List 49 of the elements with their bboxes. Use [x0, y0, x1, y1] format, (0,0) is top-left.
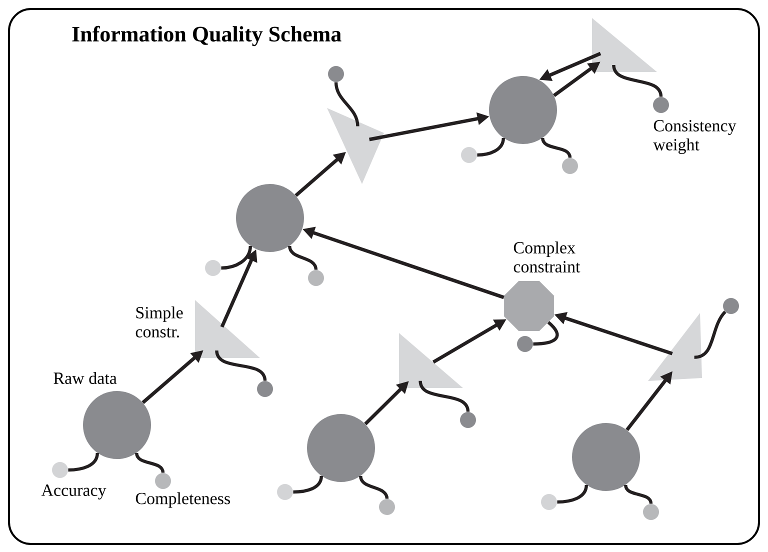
circle [572, 423, 640, 491]
wavy-line [288, 246, 318, 270]
wavy-line [541, 138, 572, 158]
title: Information Quality Schema [72, 26, 342, 46]
node-label: Completeness [136, 492, 230, 508]
circle [155, 473, 171, 489]
circle [52, 462, 68, 478]
triangle [399, 333, 463, 388]
circle [461, 147, 477, 163]
circle [257, 381, 273, 397]
wavy-line [135, 452, 165, 474]
octagon [504, 281, 554, 331]
circle [643, 504, 659, 520]
circle [328, 66, 344, 82]
triangle [327, 108, 384, 184]
circle [723, 298, 739, 314]
triangle [648, 313, 702, 381]
wavy-line [68, 452, 99, 472]
node-label: Accuracy [41, 484, 106, 500]
circle [460, 412, 476, 428]
triangle [592, 18, 657, 72]
node-label: Simple constr. [136, 306, 183, 338]
circle [517, 336, 533, 352]
wavy-line [477, 138, 505, 157]
circle [308, 270, 324, 286]
circle [205, 260, 221, 276]
circle [489, 76, 557, 144]
circle [562, 158, 578, 174]
wavy-line [694, 310, 726, 359]
circle [653, 97, 669, 113]
wavy-line [624, 484, 653, 504]
node-label: Raw data [54, 372, 117, 384]
circle [379, 499, 395, 515]
wavy-line [215, 350, 267, 382]
wavy-line [293, 476, 323, 494]
node-label: Consistency weight [653, 120, 736, 154]
wavy-line [334, 82, 360, 126]
node-label: Complex constraint [514, 242, 580, 272]
triangle [195, 300, 260, 358]
wavy-line [557, 484, 588, 504]
wavy-line [359, 476, 389, 500]
circle [236, 184, 304, 252]
circle [83, 391, 151, 459]
wavy-line [221, 246, 252, 270]
circle [277, 484, 293, 500]
wavy-line [612, 64, 663, 98]
wavy-line [533, 321, 559, 346]
circle [541, 494, 557, 510]
circle [307, 414, 375, 482]
